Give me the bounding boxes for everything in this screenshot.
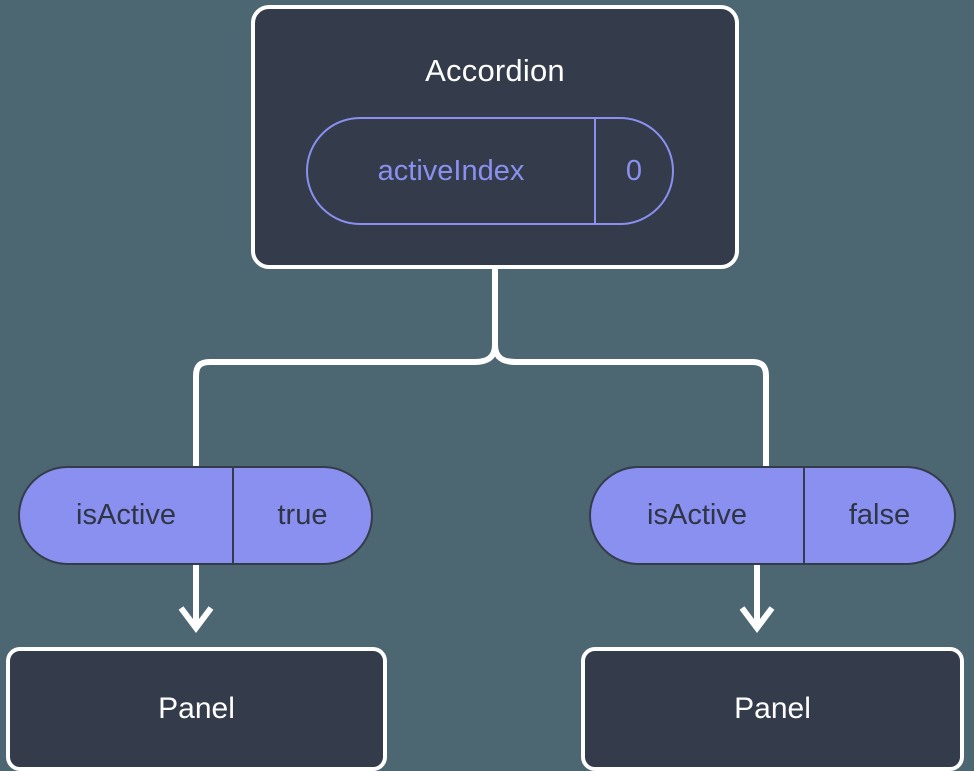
panel-node-left-title: Panel <box>158 692 235 725</box>
branch-line-right <box>492 342 769 469</box>
prop-chip-isactive-left[interactable]: isActive true <box>18 466 373 565</box>
branch-line-left <box>193 342 498 469</box>
prop-chip-isactive-right-value: false <box>848 499 911 531</box>
arrow-head-right <box>739 606 775 633</box>
prop-chip-isactive-left-value: true <box>277 499 328 531</box>
panel-node-right[interactable]: Panel <box>581 647 964 771</box>
panel-node-left[interactable]: Panel <box>6 647 387 771</box>
prop-chip-isactive-left-key: isActive <box>20 468 234 563</box>
arrow-head-left <box>178 606 214 633</box>
prop-chip-isactive-right-key: isActive <box>591 468 805 563</box>
prop-chip-isactive-right[interactable]: isActive false <box>589 466 956 565</box>
panel-node-right-title: Panel <box>734 692 811 725</box>
prop-chip-activeindex-value: 0 <box>625 154 643 187</box>
prop-chip-activeindex-key: activeIndex <box>308 119 596 223</box>
prop-chip-activeindex[interactable]: activeIndex 0 <box>306 117 674 225</box>
accordion-title: Accordion <box>425 53 565 88</box>
